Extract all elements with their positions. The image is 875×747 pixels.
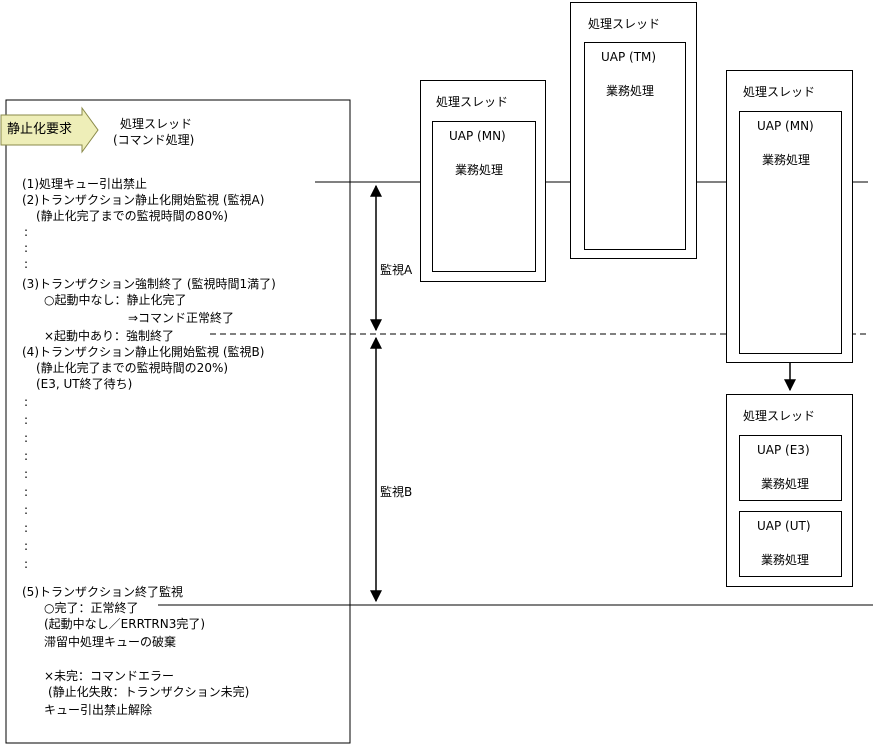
- uap-box: UAP (TM) 業務処理: [584, 42, 686, 250]
- uap-label: UAP (TM): [601, 50, 657, 64]
- ellipsis-dot: :: [24, 521, 29, 535]
- command-thread-box: [5, 99, 351, 744]
- step-5-ok-note-2: 滞留中処理キューの破棄: [44, 635, 177, 649]
- job-label: 業務処理: [455, 163, 504, 177]
- thread-title: 処理スレッド: [436, 95, 509, 109]
- ellipsis-dot: :: [24, 395, 29, 409]
- ellipsis-dot: :: [24, 467, 29, 481]
- ellipsis-dot: :: [24, 485, 29, 499]
- uap-label: UAP (MN): [757, 119, 814, 133]
- step-4-note-2: (E3, UT終了待ち): [36, 377, 133, 391]
- step-5-ng-note-2: キュー引出禁止解除: [44, 703, 153, 717]
- uap-box-e3: UAP (E3) 業務処理: [739, 435, 842, 501]
- job-label: 業務処理: [762, 153, 811, 167]
- step-5-ok-note: (起動中なし／ERRTRN3完了): [44, 617, 206, 631]
- step-4: (4)トランザクション静止化開始監視 (監視B): [22, 345, 265, 359]
- job-label: 業務処理: [606, 84, 655, 98]
- thread-title: 処理スレッド: [588, 17, 661, 31]
- uap-box: UAP (MN) 業務処理: [432, 121, 536, 272]
- monitor-b-label: 監視B: [380, 485, 413, 499]
- step-5-ng: ×未完：コマンドエラー: [44, 669, 175, 683]
- ellipsis-dot: :: [24, 557, 29, 571]
- uap-label: UAP (UT): [757, 519, 811, 533]
- ellipsis-dot: :: [24, 449, 29, 463]
- command-thread-subtitle: (コマンド処理): [113, 133, 195, 147]
- step-5: (5)トランザクション終了監視: [22, 585, 183, 599]
- step-5-ok: ○完了：正常終了: [44, 601, 139, 615]
- command-thread-title: 処理スレッド: [120, 117, 193, 131]
- step-3: (3)トランザクション強制終了 (監視時間1満了): [22, 277, 276, 291]
- step-3-case-b: ×起動中あり：強制終了: [44, 329, 175, 343]
- thread-box-2: 処理スレッド UAP (TM) 業務処理: [570, 2, 697, 259]
- step-5-ng-note: (静止化失敗：トランザクション未完): [48, 685, 250, 699]
- thread-box-3: 処理スレッド UAP (MN) 業務処理: [726, 70, 853, 363]
- ellipsis-dot: :: [24, 539, 29, 553]
- job-label: 業務処理: [761, 477, 810, 491]
- thread-box-1: 処理スレッド UAP (MN) 業務処理: [420, 80, 546, 282]
- thread-title: 処理スレッド: [743, 409, 816, 423]
- uap-box-ut: UAP (UT) 業務処理: [739, 511, 842, 577]
- thread-title: 処理スレッド: [743, 85, 816, 99]
- uap-box: UAP (MN) 業務処理: [739, 111, 842, 354]
- step-3-case-a: ○起動中なし：静止化完了: [44, 293, 187, 307]
- ellipsis-dot: :: [24, 431, 29, 445]
- request-arrow-shape: [0, 106, 99, 154]
- step-2-note: (静止化完了までの監視時間の80%): [36, 209, 229, 223]
- step-1: (1)処理キュー引出禁止: [22, 177, 147, 191]
- step-2: (2)トランザクション静止化開始監視 (監視A): [22, 193, 265, 207]
- ellipsis-dot: :: [24, 241, 29, 255]
- request-label: 静止化要求: [7, 122, 73, 137]
- monitor-a-label: 監視A: [380, 263, 413, 277]
- thread-box-4: 処理スレッド UAP (E3) 業務処理 UAP (UT) 業務処理: [726, 394, 853, 587]
- step-4-note: (静止化完了までの監視時間の20%): [36, 361, 229, 375]
- uap-label: UAP (MN): [449, 129, 506, 143]
- step-3-case-a-result: ⇒コマンド正常終了: [128, 311, 235, 325]
- job-label: 業務処理: [761, 553, 810, 567]
- ellipsis-dot: :: [24, 503, 29, 517]
- ellipsis-dot: :: [24, 413, 29, 427]
- ellipsis-dot: :: [24, 257, 29, 271]
- ellipsis-dot: :: [24, 225, 29, 239]
- uap-label: UAP (E3): [757, 443, 810, 457]
